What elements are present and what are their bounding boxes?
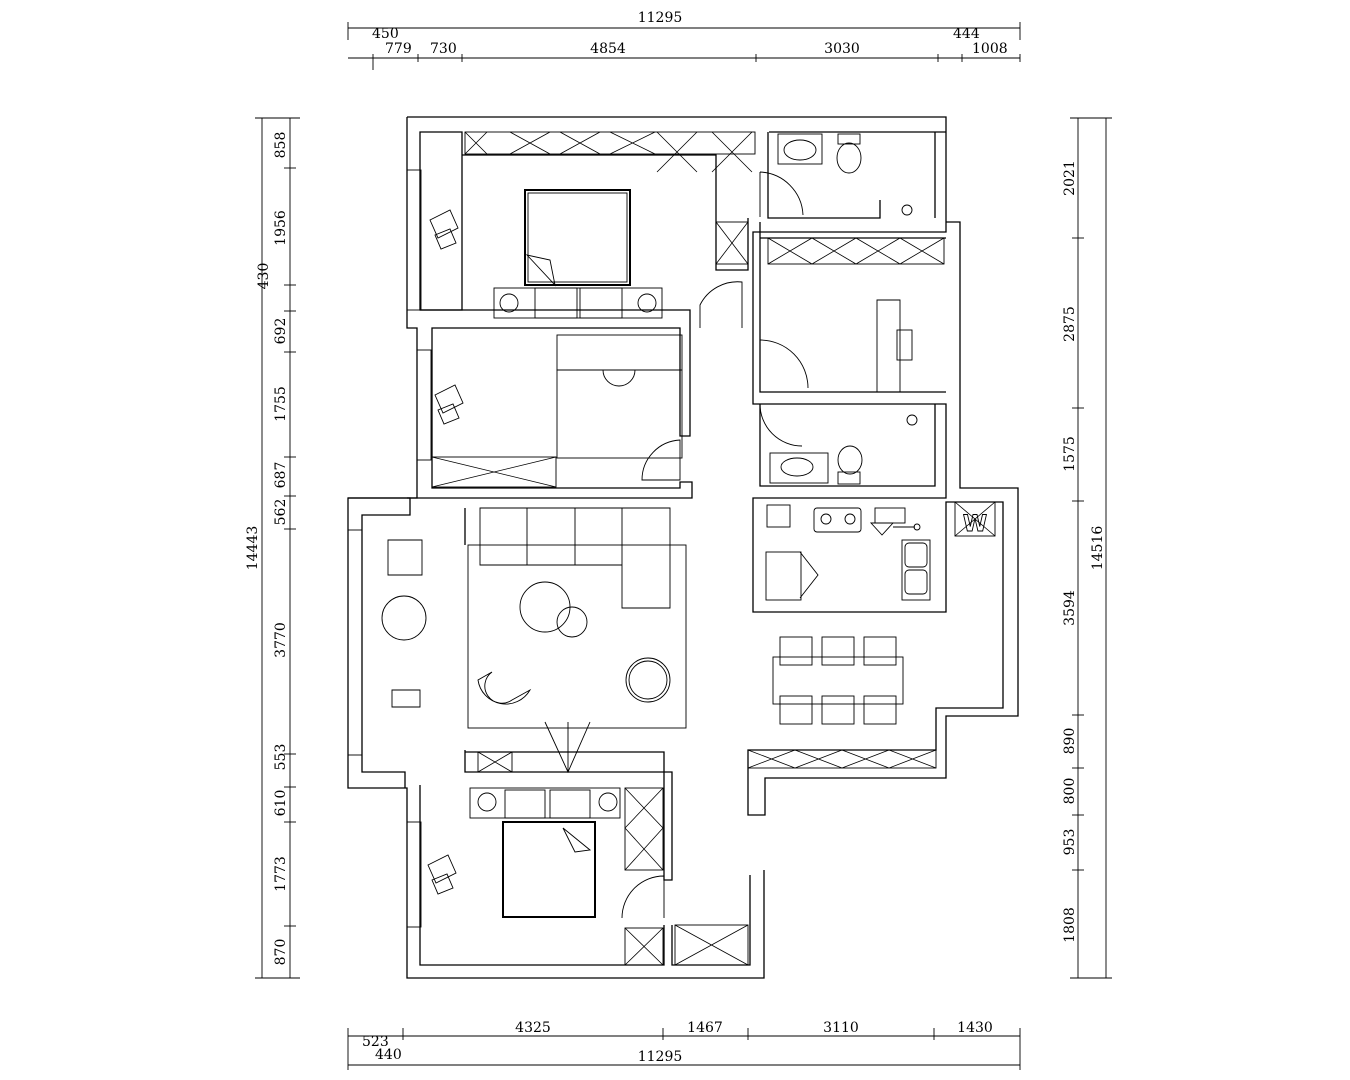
bottom-total-dim: 11295 — [638, 1049, 683, 1065]
study-desk — [876, 299, 913, 393]
dim-label: 870 — [273, 939, 289, 966]
washer-label: W — [963, 512, 987, 537]
dim-label: 3594 — [1062, 590, 1078, 626]
dim-label: 2875 — [1062, 306, 1078, 342]
living-furniture — [381, 507, 687, 774]
dim-label: 3770 — [273, 622, 289, 658]
bottom-dimension-chain: 523 440 4325 1467 3110 1430 11295 — [347, 1020, 1021, 1070]
bed-third — [427, 787, 621, 918]
dim-label: 1956 — [273, 210, 289, 246]
dim-label: 779 — [385, 41, 412, 57]
dim-label: 523 — [362, 1034, 389, 1050]
dim-label: 440 — [375, 1047, 402, 1063]
top-total-dim: 11295 — [638, 10, 683, 26]
left-dim-labels: 858 1956 430 692 1755 687 562 14443 3770… — [245, 132, 289, 966]
dim-label: 610 — [273, 790, 289, 817]
dim-label: 730 — [430, 41, 457, 57]
chair-icon — [429, 209, 459, 250]
doors — [621, 171, 809, 919]
dim-label: 553 — [273, 744, 289, 771]
dining-table — [772, 636, 904, 725]
dim-label: 1773 — [273, 856, 289, 892]
bathroom-fixtures — [769, 133, 918, 485]
dim-label: 687 — [273, 462, 289, 489]
dim-label: 1808 — [1062, 907, 1078, 943]
left-dimension-chain: 858 1956 430 692 1755 687 562 14443 3770… — [245, 117, 300, 979]
dim-label: 1430 — [957, 1020, 993, 1036]
windows — [347, 169, 432, 928]
kitchen-fixtures: W — [765, 501, 996, 601]
dim-label: 858 — [273, 132, 289, 159]
dim-label: 953 — [1062, 829, 1078, 856]
dim-label: 444 — [953, 26, 980, 42]
dim-label: 1755 — [273, 386, 289, 422]
dim-label: 1575 — [1062, 436, 1078, 472]
bed-second — [434, 334, 683, 459]
dim-label: 4325 — [515, 1020, 551, 1036]
dim-label: 450 — [372, 26, 399, 42]
dim-label: 890 — [1062, 728, 1078, 755]
right-dimension-chain: 2021 2875 1575 3594 14516 890 800 953 18… — [1062, 117, 1112, 979]
dim-label: 2021 — [1062, 160, 1078, 196]
top-dimension-chain: 11295 450 779 730 4854 3030 444 1008 — [347, 10, 1021, 70]
dim-label: 3030 — [824, 41, 860, 57]
dim-label: 430 — [256, 263, 272, 290]
dim-label: 692 — [273, 318, 289, 345]
left-total-dim: 14443 — [245, 526, 261, 571]
right-total-dim: 14516 — [1090, 526, 1106, 571]
dim-label: 4854 — [590, 41, 626, 57]
bed-master — [493, 189, 663, 319]
wardrobes — [431, 131, 945, 966]
dim-label: 562 — [273, 499, 289, 526]
dim-label: 1467 — [687, 1020, 723, 1036]
dim-label: 3110 — [823, 1020, 859, 1036]
dim-label: 800 — [1062, 778, 1078, 805]
dim-label: 1008 — [972, 41, 1008, 57]
